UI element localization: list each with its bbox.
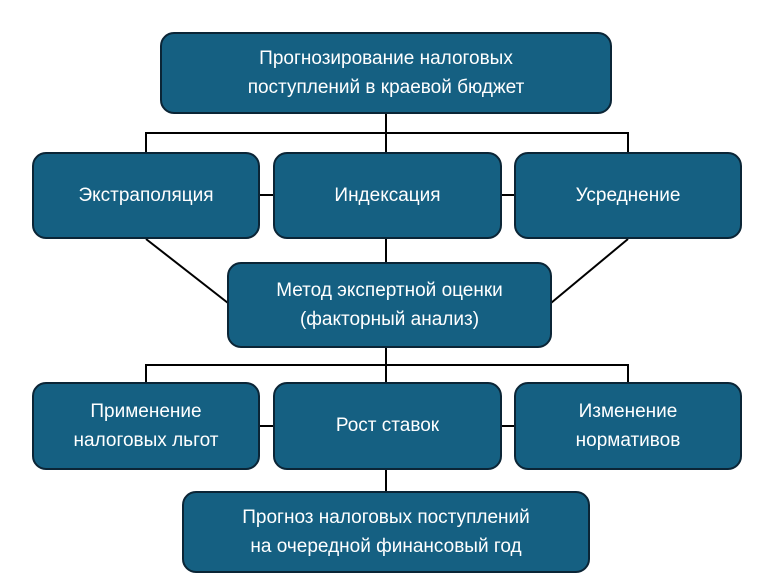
node-tax-benefits: Применение налоговых льгот: [32, 382, 260, 470]
connector-diagonal-left: [145, 238, 229, 304]
node-rate-growth: Рост ставок: [273, 382, 502, 470]
node-label-line: Экстраполяция: [78, 184, 214, 206]
node-label-line: Применение: [90, 400, 202, 422]
node-label-line: на очередной финансовый год: [250, 536, 522, 557]
node-label-line: Прогноз налоговых поступлений: [242, 506, 530, 528]
node-expert-method: Метод экспертной оценки (факторный анали…: [227, 262, 552, 348]
node-indexation: Индексация: [273, 152, 502, 239]
connector-row2-bar: [145, 132, 629, 152]
node-label-line: Изменение: [578, 400, 678, 422]
node-label-line: нормативов: [575, 430, 681, 451]
node-label-line: поступлений в краевой бюджет: [247, 77, 525, 98]
node-label-line: Прогнозирование налоговых: [259, 47, 513, 69]
connector-row4-bar: [145, 364, 629, 383]
node-extrapolation: Экстраполяция: [32, 152, 260, 239]
node-label-line: Рост ставок: [335, 415, 440, 437]
node-label-line: Индексация: [334, 184, 441, 206]
node-label-line: (факторный анализ): [299, 309, 480, 330]
node-forecasting-root: Прогнозирование налоговых поступлений в …: [160, 32, 612, 114]
node-label-line: налоговых льгот: [73, 430, 219, 451]
node-averaging: Усреднение: [514, 152, 742, 239]
node-label-line: Усреднение: [575, 184, 681, 206]
node-label-line: Метод экспертной оценки: [276, 279, 503, 301]
connector-diagonal-right: [550, 238, 629, 304]
node-forecast-result: Прогноз налоговых поступлений на очередн…: [182, 491, 590, 573]
node-standards-change: Изменение нормативов: [514, 382, 742, 470]
